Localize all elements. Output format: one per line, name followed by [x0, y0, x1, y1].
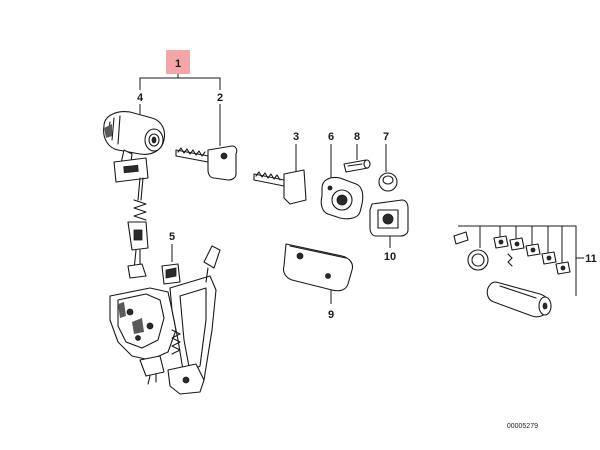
callout-5-label[interactable]: 5	[169, 231, 175, 243]
cap-icon	[378, 172, 398, 192]
callout-7-label[interactable]: 7	[383, 131, 389, 143]
callout-2-label[interactable]: 2	[217, 92, 223, 104]
spare-key-icon	[253, 169, 307, 205]
pin-icon	[343, 159, 371, 173]
leader-11-group	[458, 225, 584, 296]
callout-8-label[interactable]: 8	[354, 131, 360, 143]
callout-10-label[interactable]: 10	[384, 251, 396, 263]
trim-plate-icon	[282, 243, 354, 292]
lock-bezel-icon	[369, 199, 409, 237]
door-latch-icon	[109, 245, 221, 395]
callout-1-highlight	[166, 50, 190, 74]
callout-1[interactable]: 1	[166, 50, 190, 74]
key-icon	[175, 145, 238, 181]
lock-cover-icon	[320, 176, 364, 220]
callout-11-label[interactable]: 11	[585, 253, 597, 265]
callout-3-label[interactable]: 3	[293, 131, 299, 143]
callout-9-label[interactable]: 9	[328, 309, 334, 321]
door-lock-cylinder-icon	[103, 111, 166, 279]
leader-1-bracket	[139, 77, 221, 90]
lock-repair-kit-icon	[453, 231, 571, 318]
callout-6-label[interactable]: 6	[328, 131, 334, 143]
diagram-code: 00005279	[507, 423, 538, 430]
callout-1-label: 1	[175, 58, 181, 70]
callout-4-label[interactable]: 4	[137, 92, 144, 104]
clip-icon	[161, 263, 181, 285]
